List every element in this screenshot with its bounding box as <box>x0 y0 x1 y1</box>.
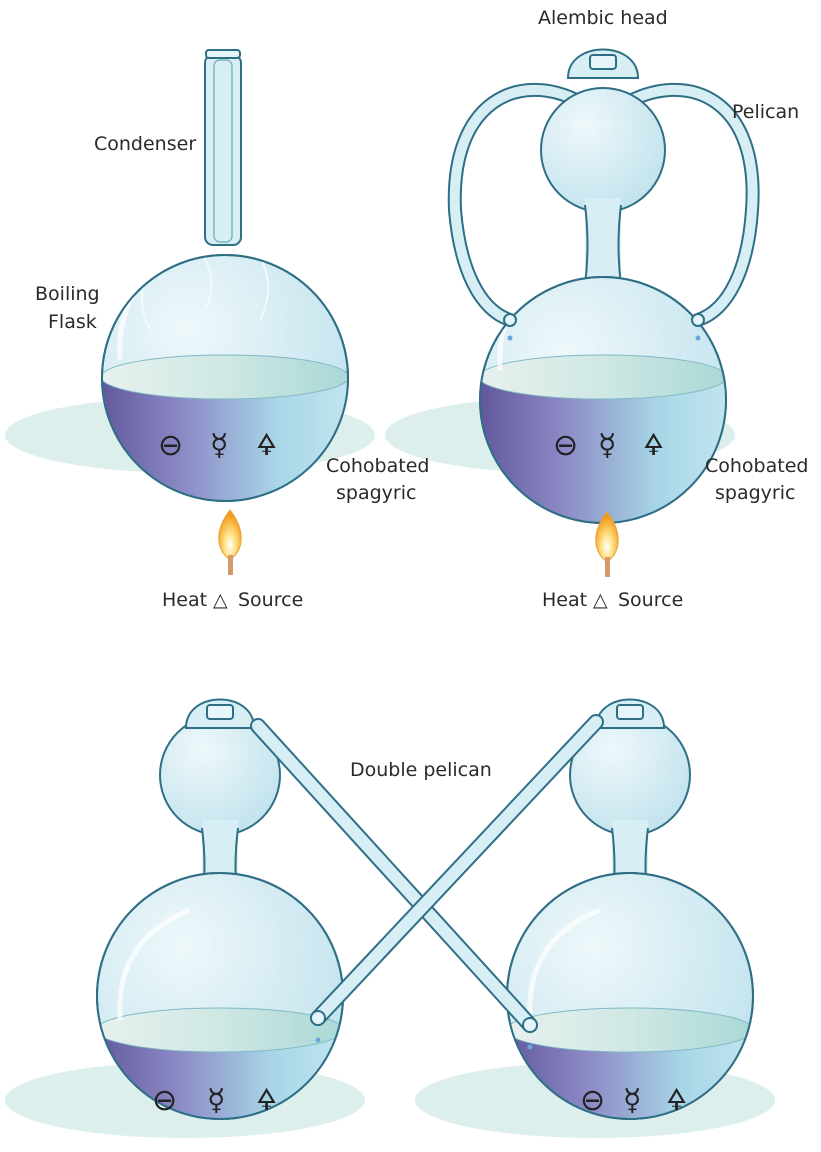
cohobated-label: Cohobated <box>326 455 429 477</box>
mercury-symbol: ☿ <box>598 428 616 463</box>
mercury-symbol: ☿ <box>210 428 228 463</box>
pelican-neck <box>585 198 621 288</box>
heat-label: Heat <box>162 589 207 611</box>
liquid-surface <box>97 1007 343 1053</box>
boiling-flask-label: Flask <box>48 311 97 333</box>
salt-symbol: ⊖ <box>580 1083 605 1118</box>
heat-delta-icon: △ <box>213 589 228 611</box>
condenser-apparatus: ⊖ ☿ 🜍 <box>101 49 349 575</box>
alembic-head-label: Alembic head <box>538 7 668 29</box>
liquid-surface <box>507 1007 753 1053</box>
drip-icon <box>527 1044 533 1050</box>
source-label: Source <box>618 589 683 611</box>
mercury-symbol: ☿ <box>207 1083 225 1118</box>
source-label: Source <box>238 589 303 611</box>
salt-symbol: ⊖ <box>158 428 183 463</box>
spagyric-label: spagyric <box>336 482 416 504</box>
sulfur-symbol: 🜍 <box>666 1083 687 1118</box>
liquid-surface <box>480 354 726 400</box>
candle-flame-icon <box>218 509 242 575</box>
pelican-upper-bulb <box>540 87 666 213</box>
liquid-surface <box>102 354 348 400</box>
drip-icon <box>507 335 513 341</box>
sulfur-symbol: 🜍 <box>643 428 664 463</box>
drip-icon <box>315 1037 321 1043</box>
heat-delta-icon: △ <box>593 589 608 611</box>
drip-icon <box>695 335 701 341</box>
salt-symbol: ⊖ <box>553 428 578 463</box>
double-pelican-label: Double pelican <box>350 759 492 781</box>
condenser-lip <box>205 49 241 59</box>
sulfur-symbol: 🜍 <box>256 428 277 463</box>
cohobated-label: Cohobated <box>705 455 808 477</box>
pelican-label: Pelican <box>732 101 799 123</box>
pelican-apparatus: ⊖ ☿ 🜍 <box>447 48 760 577</box>
boiling-flask-label: Boiling <box>35 283 100 305</box>
condenser-label: Condenser <box>94 133 196 155</box>
salt-symbol: ⊖ <box>152 1083 177 1118</box>
candle-flame-icon <box>595 511 619 577</box>
sulfur-symbol: 🜍 <box>256 1083 277 1118</box>
heat-label: Heat <box>542 589 587 611</box>
condenser-tube <box>204 54 242 246</box>
spagyric-label: spagyric <box>715 482 795 504</box>
double-pelican-apparatus: ⊖ ☿ 🜍 ⊖ ☿ 🜍 <box>96 698 754 1120</box>
mercury-symbol: ☿ <box>623 1083 641 1118</box>
